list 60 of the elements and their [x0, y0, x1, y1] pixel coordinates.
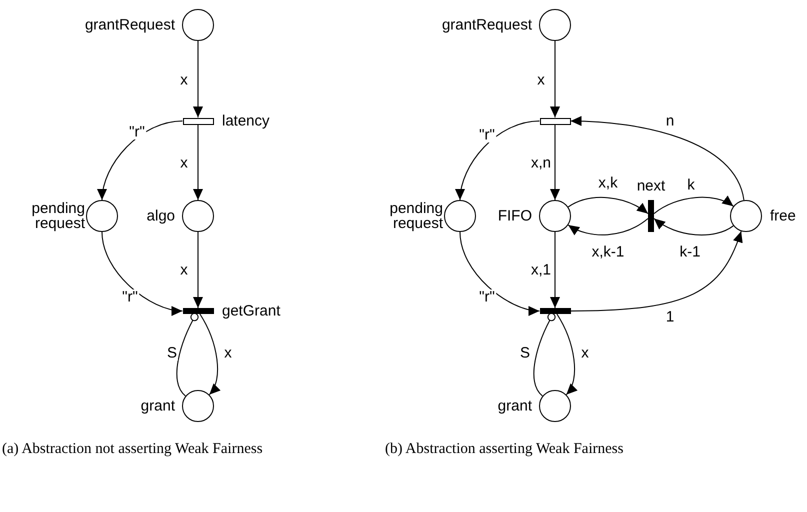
arc-arrow	[550, 232, 560, 308]
arc-label: x,k-1	[590, 244, 626, 260]
arc-label: k	[686, 178, 696, 192]
place-circle	[730, 200, 762, 232]
place-circle	[539, 200, 571, 232]
arc-arrow	[460, 232, 540, 315]
node-label: pending request	[388, 201, 443, 231]
figure-caption: (a) Abstraction not asserting Weak Fairness	[2, 440, 264, 458]
node-label: grant	[140, 398, 175, 414]
arc-arrow	[550, 124, 560, 200]
place-circle	[539, 390, 571, 422]
transition-bar	[648, 200, 654, 232]
place-circle	[444, 200, 476, 232]
node-label: free	[770, 208, 796, 224]
arc-arrow	[654, 196, 734, 214]
arc-label: x,1	[530, 262, 552, 278]
arc-arrow	[102, 232, 183, 315]
inhibitor-arc	[176, 312, 199, 396]
arc-arrow	[193, 232, 203, 308]
inhibitor-arc	[533, 312, 556, 396]
arc-arrow	[193, 124, 203, 200]
arc-arrow	[570, 230, 742, 312]
arc-label: "r"	[478, 128, 496, 142]
node-label: pending request	[30, 201, 85, 231]
node-label: FIFO	[496, 208, 532, 224]
place-circle	[86, 200, 118, 232]
node-label: latency	[222, 114, 270, 128]
arc-label: S	[519, 346, 531, 360]
arc-arrow	[550, 40, 560, 118]
place-circle	[182, 200, 214, 232]
arc-arrow	[556, 314, 578, 396]
transition-bar	[540, 308, 570, 314]
arc-label: 1	[664, 310, 676, 324]
transition-bar	[182, 118, 214, 124]
arc-label: "r"	[478, 290, 496, 304]
transition-bar	[540, 118, 570, 124]
transition-bar	[182, 308, 214, 314]
place-circle	[182, 390, 214, 422]
arc-arrow	[654, 218, 734, 236]
arc-label: "r"	[128, 124, 146, 140]
arc-arrow	[98, 120, 183, 200]
arc-arrow	[568, 218, 648, 236]
node-label: getGrant	[222, 304, 280, 318]
figure-caption: (b) Abstraction asserting Weak Fairness	[385, 440, 624, 458]
arc-label: x,k	[597, 176, 619, 190]
arc-arrow	[193, 40, 203, 118]
arc-arrow	[199, 314, 220, 396]
node-label: next	[636, 178, 666, 194]
place-circle	[539, 9, 571, 41]
arc-label: k-1	[678, 244, 702, 260]
arc-label: "r"	[121, 290, 139, 304]
node-label: grant	[496, 398, 532, 414]
node-label: grantRequest	[440, 18, 532, 32]
node-label: algo	[146, 208, 175, 224]
place-circle	[182, 9, 214, 41]
arc-arrow	[570, 116, 744, 201]
arc-arrow	[456, 120, 540, 200]
arc-label: S	[166, 346, 178, 360]
node-label: grantRequest	[84, 18, 175, 32]
arc-arrow	[568, 196, 648, 214]
